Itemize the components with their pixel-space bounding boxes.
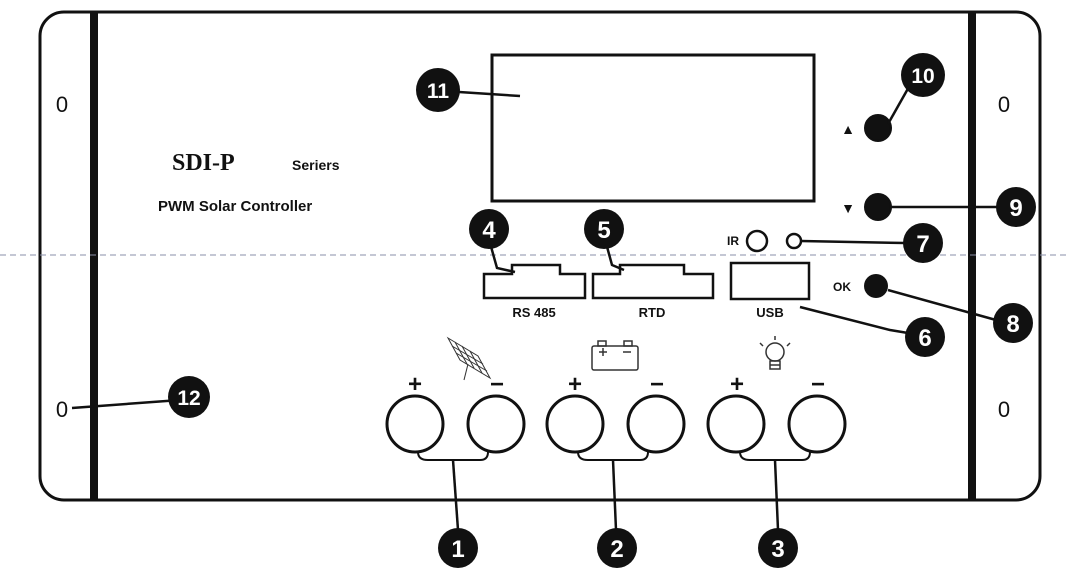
callout-2: 2 bbox=[597, 528, 637, 568]
series-name: SDI-P bbox=[172, 150, 235, 176]
svg-text:7: 7 bbox=[916, 231, 929, 258]
lcd-display bbox=[490, 53, 816, 203]
svg-text:8: 8 bbox=[1006, 311, 1019, 338]
up-arrow-icon: ▲ bbox=[841, 121, 855, 137]
callout-6: 6 bbox=[905, 317, 945, 357]
ir-receiver bbox=[745, 229, 769, 253]
callout-1: 1 bbox=[438, 528, 478, 568]
solar-negative-terminal[interactable] bbox=[466, 394, 526, 454]
callout-10: 10 bbox=[901, 53, 945, 97]
up-button[interactable] bbox=[864, 114, 892, 142]
callout-7: 7 bbox=[903, 223, 943, 263]
usb-label: USB bbox=[756, 305, 783, 320]
callout-8: 8 bbox=[993, 303, 1033, 343]
down-button[interactable] bbox=[864, 193, 892, 221]
light-bulb-icon bbox=[759, 336, 791, 370]
load-negative-terminal[interactable] bbox=[787, 394, 847, 454]
battery-minus-sign: − bbox=[650, 371, 664, 398]
series-word: Seriers bbox=[292, 157, 340, 173]
rs485-port[interactable] bbox=[482, 263, 587, 300]
battery-plus-sign: + bbox=[568, 371, 582, 398]
battery-negative-terminal[interactable] bbox=[626, 394, 686, 454]
rtd-label: RTD bbox=[639, 305, 666, 320]
callout-12: 12 bbox=[168, 376, 210, 418]
svg-text:10: 10 bbox=[911, 65, 934, 88]
svg-text:2: 2 bbox=[610, 536, 623, 563]
mount-hole-bottom-left: 0 bbox=[56, 397, 68, 422]
solar-plus-sign: + bbox=[408, 371, 422, 398]
callout-5: 5 bbox=[584, 209, 624, 249]
rtd-port[interactable] bbox=[591, 263, 715, 300]
ok-label: OK bbox=[833, 280, 851, 294]
mount-hole-top-left: 0 bbox=[56, 92, 68, 117]
status-led bbox=[785, 232, 803, 250]
load-minus-sign: − bbox=[811, 371, 825, 398]
svg-text:6: 6 bbox=[918, 325, 931, 352]
callout-9: 9 bbox=[996, 187, 1036, 227]
down-arrow-icon: ▼ bbox=[841, 200, 855, 216]
svg-text:4: 4 bbox=[482, 217, 496, 244]
battery-icon bbox=[591, 340, 639, 371]
callout-4: 4 bbox=[469, 209, 509, 249]
solar-minus-sign: − bbox=[490, 371, 504, 398]
load-plus-sign: + bbox=[730, 371, 744, 398]
load-positive-terminal[interactable] bbox=[706, 394, 766, 454]
svg-text:1: 1 bbox=[451, 536, 464, 563]
battery-positive-terminal[interactable] bbox=[545, 394, 605, 454]
callout-leader-lines bbox=[71, 84, 998, 531]
mount-hole-bottom-right: 0 bbox=[998, 397, 1010, 422]
svg-text:3: 3 bbox=[771, 536, 784, 563]
svg-text:5: 5 bbox=[597, 217, 610, 244]
svg-text:11: 11 bbox=[427, 80, 450, 103]
usb-port[interactable] bbox=[729, 261, 811, 301]
solar-panel-icon bbox=[446, 336, 492, 381]
ok-button[interactable] bbox=[864, 274, 888, 298]
mount-hole-top-right: 0 bbox=[998, 92, 1010, 117]
solar-positive-terminal[interactable] bbox=[385, 394, 445, 454]
callout-3: 3 bbox=[758, 528, 798, 568]
rs485-label: RS 485 bbox=[512, 305, 555, 320]
svg-text:12: 12 bbox=[177, 387, 200, 410]
ir-label: IR bbox=[727, 234, 739, 248]
callout-11: 11 bbox=[416, 68, 460, 112]
product-name: PWM Solar Controller bbox=[158, 198, 312, 215]
svg-text:9: 9 bbox=[1009, 195, 1022, 222]
